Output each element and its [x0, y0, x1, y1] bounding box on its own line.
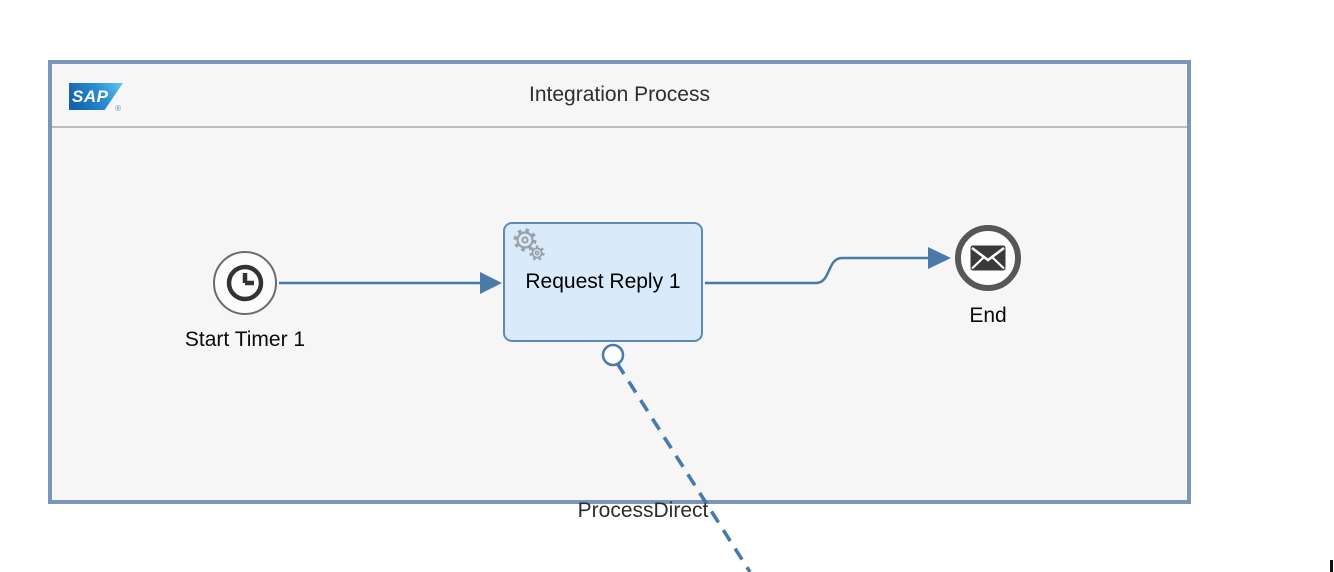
- end-event-label: End: [969, 304, 1007, 327]
- request-reply-label: Request Reply 1: [525, 270, 681, 293]
- envelope-icon: [970, 245, 1006, 271]
- sap-logo: SAP ®: [69, 83, 123, 113]
- process-title: Integration Process: [529, 83, 710, 106]
- start-timer-event[interactable]: [213, 251, 277, 315]
- end-message-event[interactable]: [955, 225, 1021, 291]
- registered-trademark: ®: [115, 104, 121, 113]
- clock-icon: [226, 264, 264, 302]
- process-direct-label: ProcessDirect: [577, 499, 709, 522]
- offscreen-element-fragment: [1330, 560, 1333, 572]
- request-reply-task[interactable]: Request Reply 1: [503, 222, 703, 342]
- start-timer-label: Start Timer 1: [184, 328, 306, 351]
- process-header: SAP ® Integration Process: [52, 64, 1187, 128]
- gears-icon: [513, 228, 545, 261]
- sap-logo-text: SAP: [72, 87, 109, 106]
